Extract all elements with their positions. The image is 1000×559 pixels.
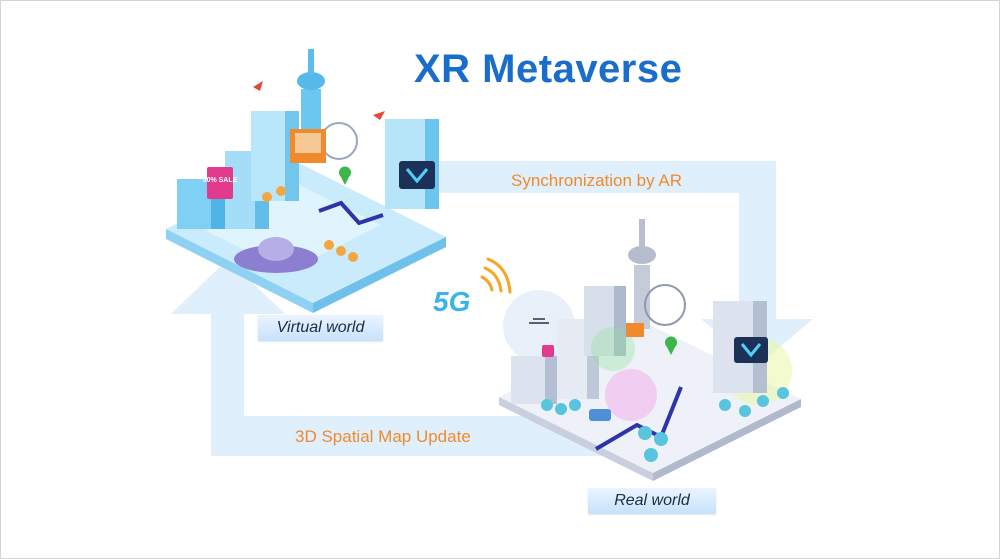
- virtual-world-city: 50% SALE: [166, 49, 446, 313]
- virtual-world-caption: Virtual world: [258, 315, 383, 341]
- xr-logo-screen: [399, 161, 435, 189]
- ar-tag-icon: [542, 345, 554, 357]
- rocket-icon: [253, 81, 263, 91]
- ar-billboard-icon: [626, 323, 644, 337]
- map-update-arrowhead-icon: [171, 259, 285, 314]
- real-world-city: [499, 219, 801, 481]
- rocket-icon-2: [373, 111, 385, 120]
- location-pin-icon: [339, 166, 352, 185]
- real-world-caption: Real world: [588, 488, 716, 514]
- map-update-label: 3D Spatial Map Update: [295, 427, 471, 446]
- 5g-badge: 5G: [433, 286, 471, 317]
- sale-sign: [207, 167, 233, 199]
- car-icon: [589, 409, 611, 421]
- sync-label: Synchronization by AR: [511, 171, 683, 190]
- real-location-pin-icon: [665, 336, 678, 355]
- map-update-arrow: [171, 259, 603, 456]
- real-xr-logo-screen: [734, 337, 768, 363]
- sale-sign-text: 50% SALE: [203, 177, 238, 184]
- signal-waves-icon: [480, 257, 512, 294]
- diagram-title: XR Metaverse: [414, 47, 683, 91]
